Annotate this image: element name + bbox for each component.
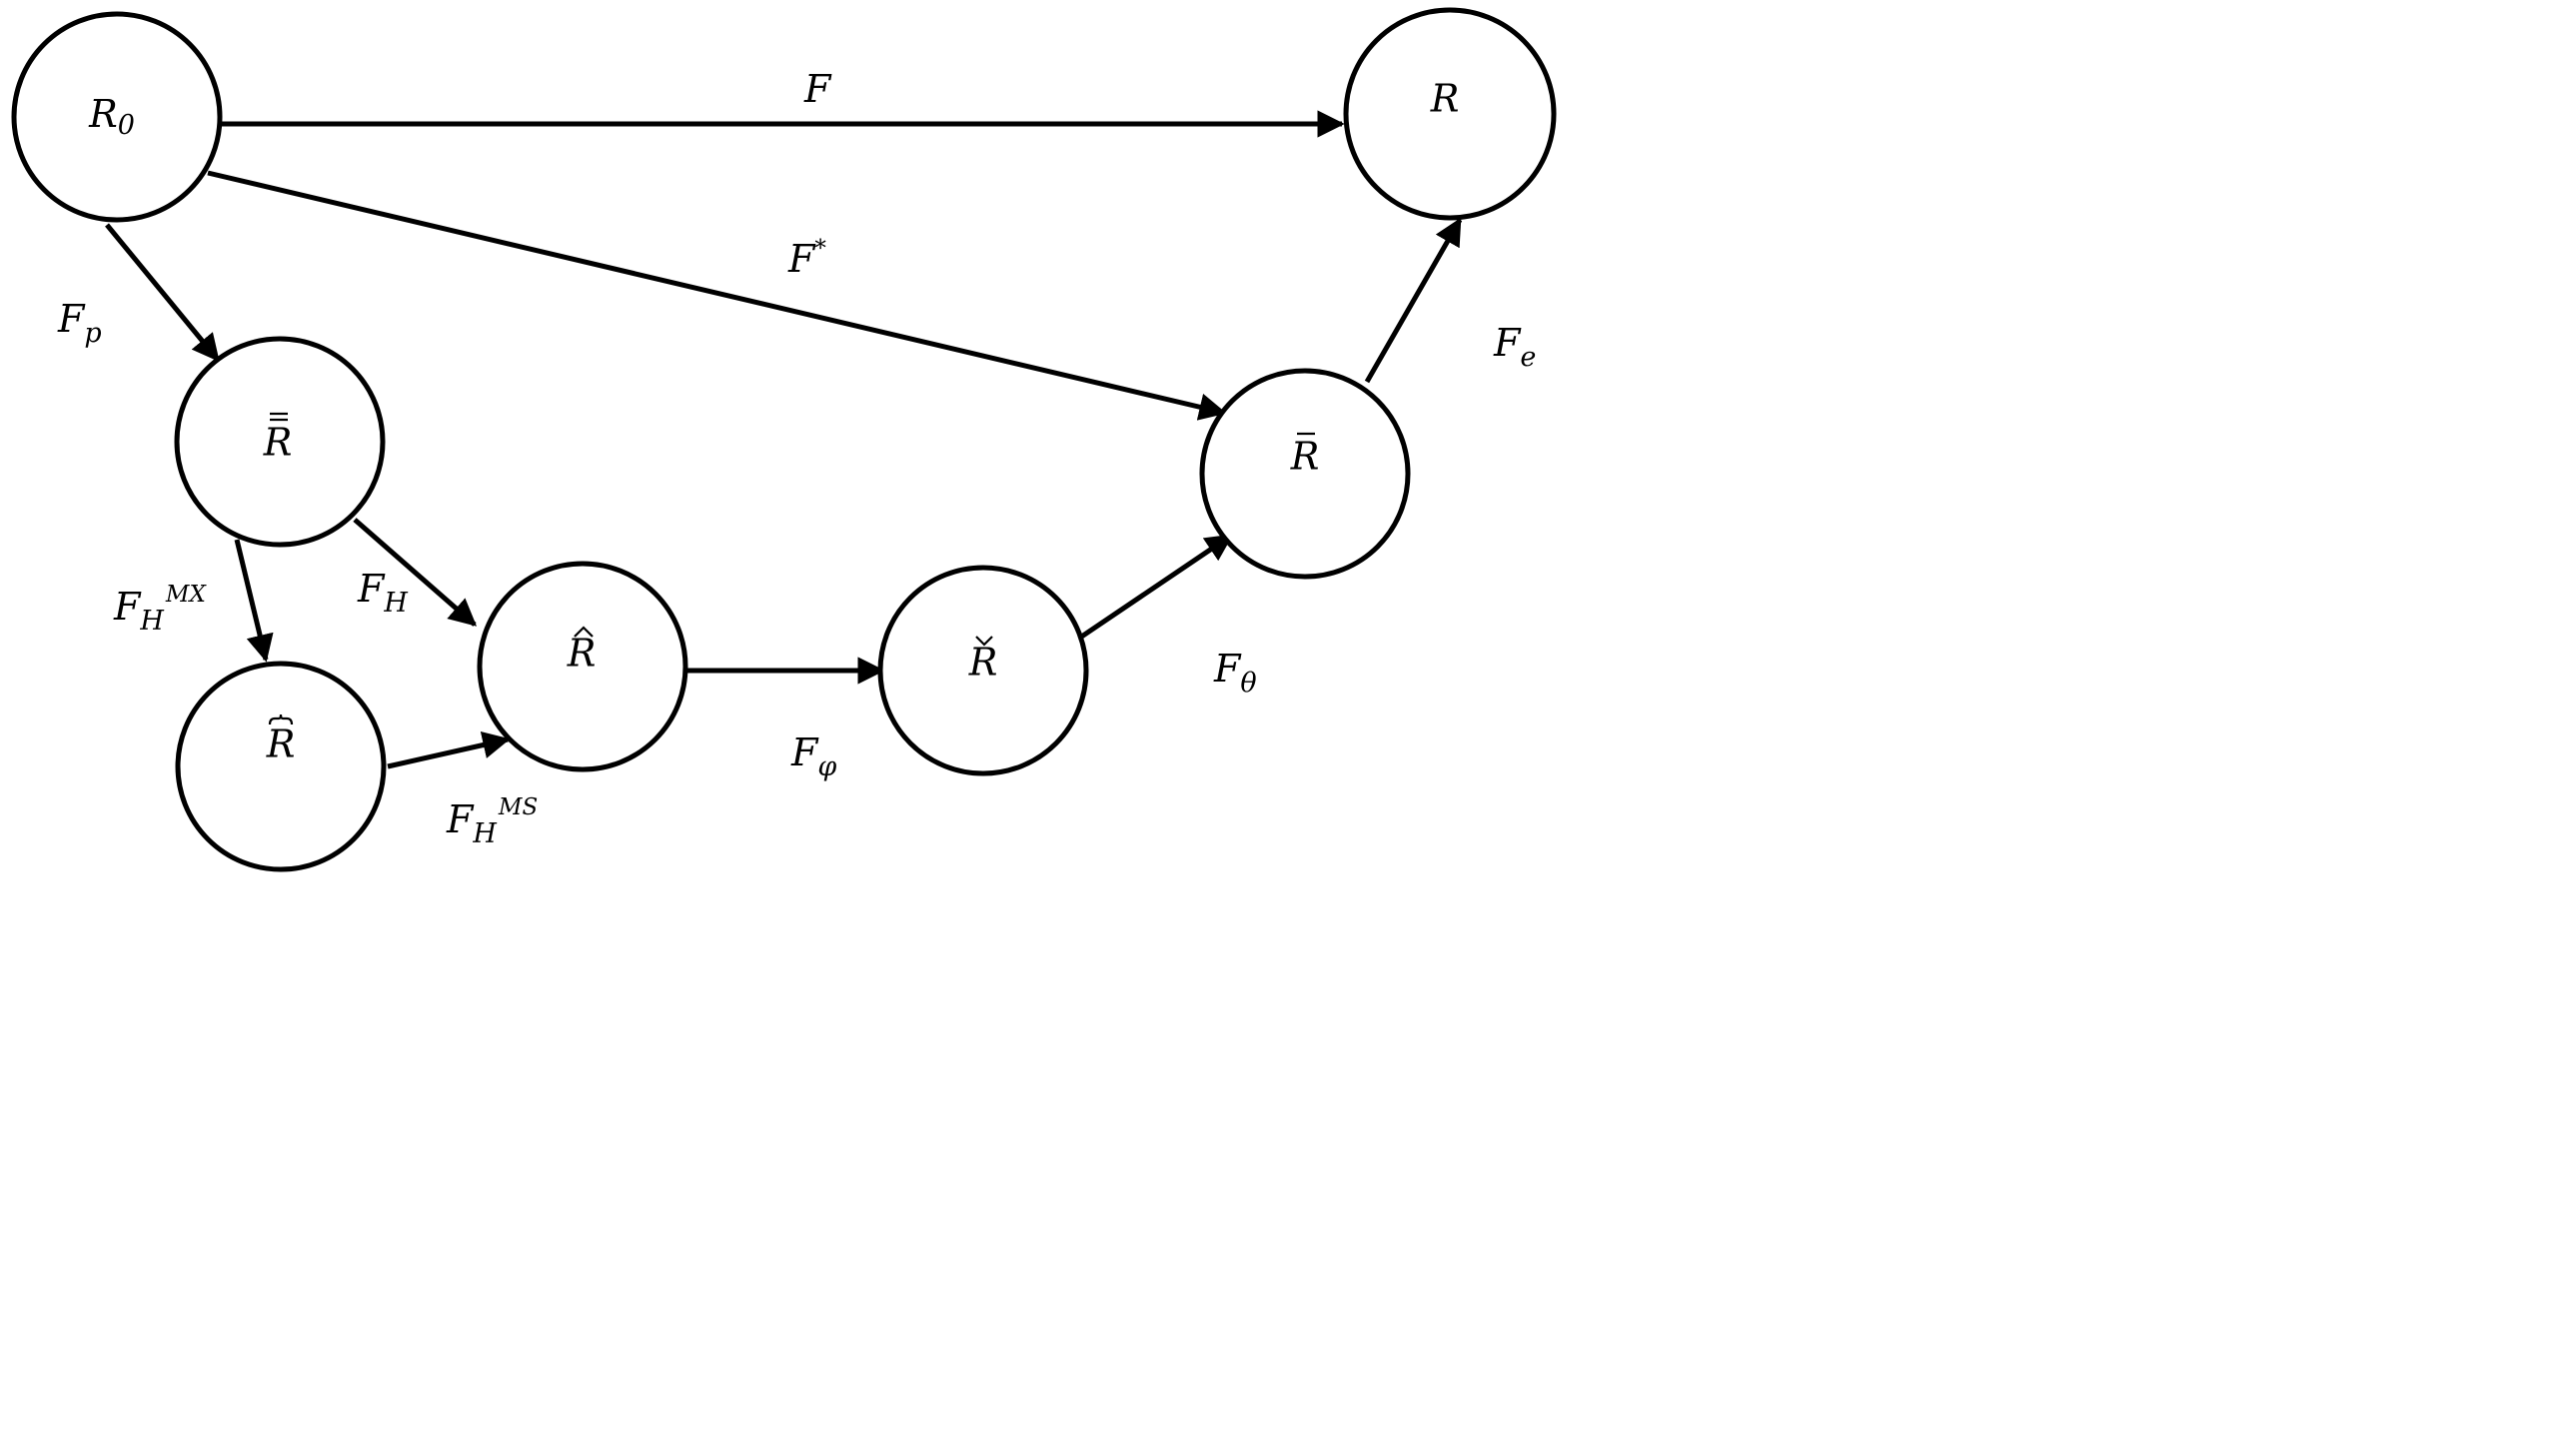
edge-label-f-h-mx: FHMX — [113, 582, 207, 637]
edge-rdbar-to-rbrace — [234, 539, 274, 663]
node-r-overbrace: R — [175, 661, 387, 872]
node-r-double-bar-label: R — [263, 421, 293, 465]
node-r0: R0 — [11, 11, 223, 223]
edge-rbar-to-r — [1364, 217, 1463, 384]
edge-label-f: F — [803, 67, 832, 111]
hat-accent — [574, 626, 594, 638]
edge-r0-to-rdbar — [105, 223, 220, 363]
edge-label-f-theta: Fθ — [1213, 647, 1257, 699]
check-accent — [975, 636, 993, 647]
edge-rbrace-to-rhat — [387, 731, 511, 769]
edge-label-f-star: F* — [787, 236, 826, 281]
node-r-hat-label: R — [567, 632, 597, 676]
node-r-check: R — [877, 565, 1089, 776]
function-flow-diagram: R0 R R R R — [11, 7, 1557, 872]
node-r-overbrace-label: R — [266, 723, 296, 766]
nodes: R0 R R R R — [11, 7, 1557, 872]
edge-r0-to-rbar — [207, 170, 1227, 421]
edges — [105, 110, 1463, 769]
node-r-double-bar: R — [174, 336, 386, 548]
node-r0-label: R0 — [88, 92, 135, 141]
node-r-check-label: R — [968, 641, 998, 685]
edge-label-f-e: Fe — [1493, 321, 1536, 373]
edge-label-f-phi: Fφ — [790, 730, 836, 782]
node-r-bar: R — [1199, 368, 1411, 580]
edge-rcheck-to-rbar — [1075, 533, 1234, 643]
edge-labels: F F* Fp FHMX FH FHMS Fφ Fθ Fe — [57, 67, 1536, 849]
node-r-label: R — [1430, 77, 1460, 121]
node-r: R — [1343, 7, 1557, 221]
node-r-hat: R — [477, 561, 688, 772]
edge-label-f-p: Fp — [57, 297, 102, 349]
overbrace-accent — [268, 714, 294, 725]
edge-label-f-h: FH — [357, 567, 408, 619]
double-bar-accent — [270, 412, 288, 422]
node-r-bar-label: R — [1290, 435, 1320, 479]
edge-label-f-h-ms: FHMS — [446, 794, 538, 849]
edge-rdbar-to-rhat — [353, 518, 478, 627]
